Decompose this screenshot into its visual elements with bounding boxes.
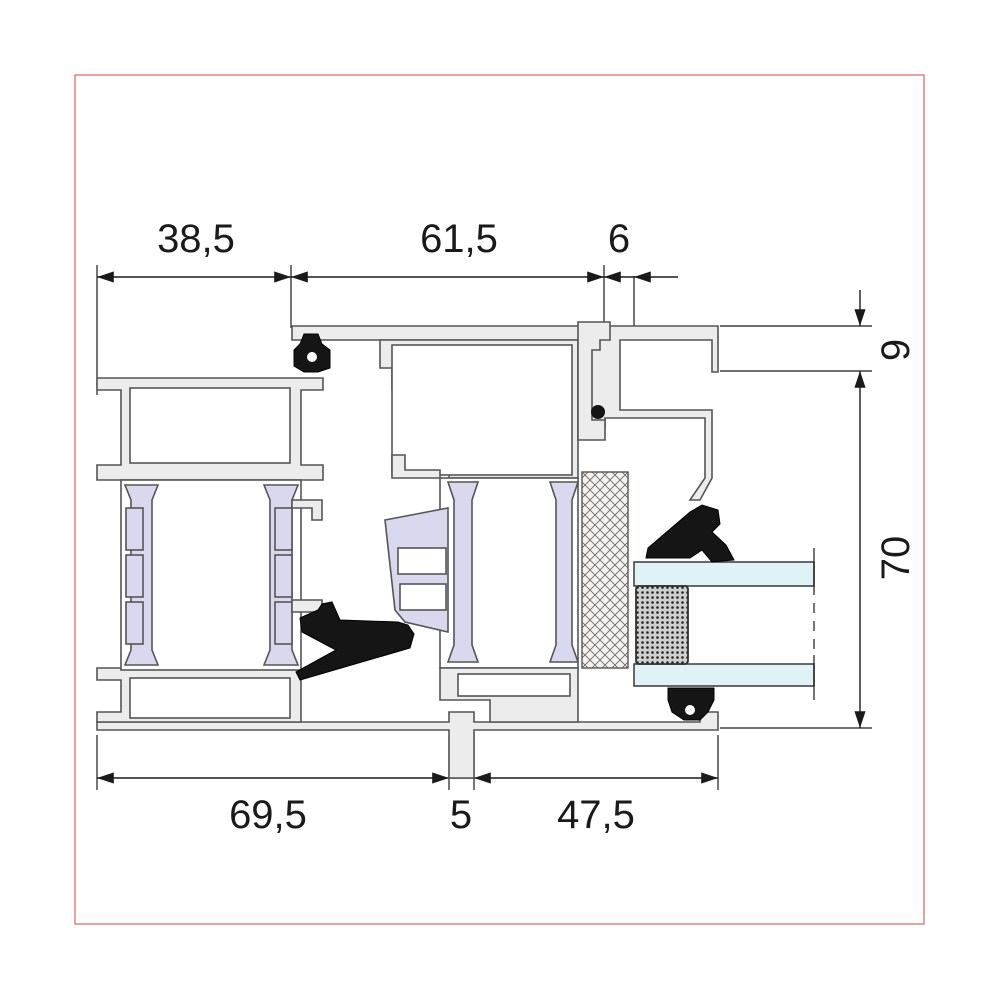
dim-bottom-middle: 5 <box>450 793 472 837</box>
right-dimensions: 9 70 <box>720 290 918 729</box>
frame-profile <box>96 377 719 779</box>
glazing-unit <box>581 471 816 700</box>
dim-bottom-left: 69,5 <box>229 793 307 837</box>
gaskets <box>293 333 735 721</box>
glass-pane-outer <box>633 561 815 587</box>
sash-profile <box>291 321 719 723</box>
drawing-border <box>74 74 925 925</box>
bottom-dimensions: 69,5 5 47,5 <box>96 735 719 837</box>
dim-bottom-right: 47,5 <box>557 793 635 837</box>
spacer-bar <box>635 585 689 665</box>
dim-right-upper: 9 <box>874 339 918 361</box>
gasket-glazing-top <box>645 504 735 563</box>
gasket-glazing-bottom <box>667 687 715 721</box>
dim-right-lower: 70 <box>874 536 918 581</box>
insulation-block <box>581 471 629 669</box>
gasket-bead-dot <box>591 405 605 419</box>
dim-top-left: 38,5 <box>157 217 235 261</box>
top-dimensions: 38,5 61,5 6 <box>96 217 678 395</box>
dim-top-right: 6 <box>608 217 630 261</box>
glass-pane-inner <box>633 663 815 687</box>
dim-top-middle: 61,5 <box>420 217 498 261</box>
gasket-frame-middle <box>295 601 415 681</box>
